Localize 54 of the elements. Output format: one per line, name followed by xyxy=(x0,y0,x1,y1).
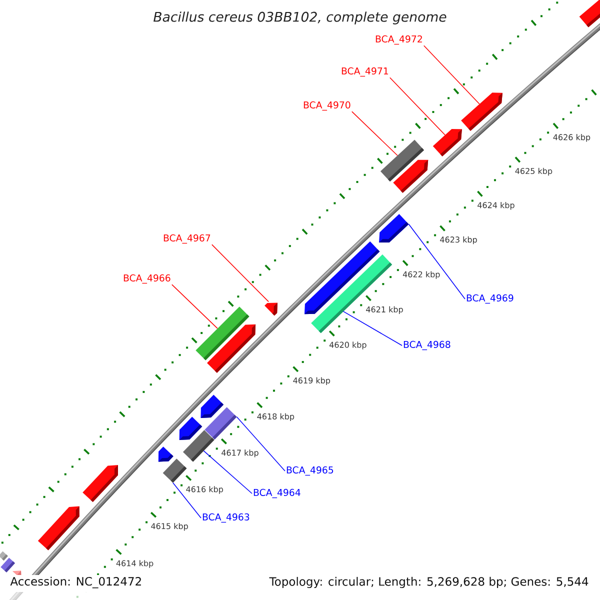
leader-line xyxy=(408,224,466,300)
gene-block xyxy=(0,551,8,561)
leader-line xyxy=(342,310,402,346)
gene-feature xyxy=(12,570,22,575)
gene-block xyxy=(182,430,214,462)
gene-label: BCA_4964 xyxy=(254,488,300,498)
tick-label: 4623 kbp xyxy=(440,236,477,244)
tick-label: 4626 kbp xyxy=(553,134,590,142)
gene-label: BCA_4965 xyxy=(286,466,334,476)
tick-label: 4624 kbp xyxy=(478,202,514,210)
gene-label: BCA_4970 xyxy=(304,101,350,111)
gene-feature xyxy=(207,324,256,373)
gene-feature xyxy=(579,0,600,28)
gene-feature xyxy=(38,506,80,550)
gene-label: BCA_4971 xyxy=(342,67,388,77)
tick-label: 4614 kbp xyxy=(116,560,154,568)
tick-label: 4625 kbp xyxy=(515,168,552,176)
gene-label: BCA_4963 xyxy=(202,513,250,523)
gene-feature xyxy=(264,302,278,316)
gene-label: BCA_4967 xyxy=(164,234,210,244)
gene-feature xyxy=(179,416,202,440)
leader-line xyxy=(236,416,286,472)
gene-block xyxy=(162,458,187,483)
leader-line xyxy=(352,111,398,156)
gene-block xyxy=(0,558,15,572)
tick-label: 4621 kbp xyxy=(366,306,403,314)
tick-label: 4619 kbp xyxy=(293,377,330,386)
title: Bacillus cereus 03BB102, complete genome xyxy=(154,12,446,24)
leader-line xyxy=(424,45,480,104)
leader-line xyxy=(203,450,252,494)
gene-feature xyxy=(378,214,409,243)
tick-label: 4622 kbp xyxy=(402,271,440,279)
tick-label: 4617 kbp xyxy=(222,450,258,458)
gene-feature xyxy=(158,446,174,462)
gene-label: BCA_4968 xyxy=(404,340,450,350)
gene-block xyxy=(204,407,237,440)
gene-feature xyxy=(82,465,118,502)
gene-feature xyxy=(432,129,462,156)
gene-label: BCA_4969 xyxy=(466,294,514,304)
tick-label: 4615 kbp xyxy=(151,522,188,531)
leader-line xyxy=(172,482,202,518)
gene-label: BCA_4972 xyxy=(376,35,422,45)
footer-text: Accession: NC_012472 xyxy=(10,576,141,588)
leader-line xyxy=(390,77,446,136)
tick-label: 4620 kbp xyxy=(330,342,366,350)
gene-feature xyxy=(461,92,503,131)
tick-label: 4618 kbp xyxy=(257,413,294,421)
gene-feature xyxy=(393,160,428,193)
leader-line xyxy=(172,284,218,329)
tick-label: 4616 kbp xyxy=(186,486,224,494)
footer-text: Topology: circular; Length: 5,269,628 bp; Genes: 5,544 xyxy=(269,576,588,588)
leader-line xyxy=(212,244,269,302)
gene-label: BCA_4966 xyxy=(124,274,170,284)
gene-feature xyxy=(200,394,224,418)
